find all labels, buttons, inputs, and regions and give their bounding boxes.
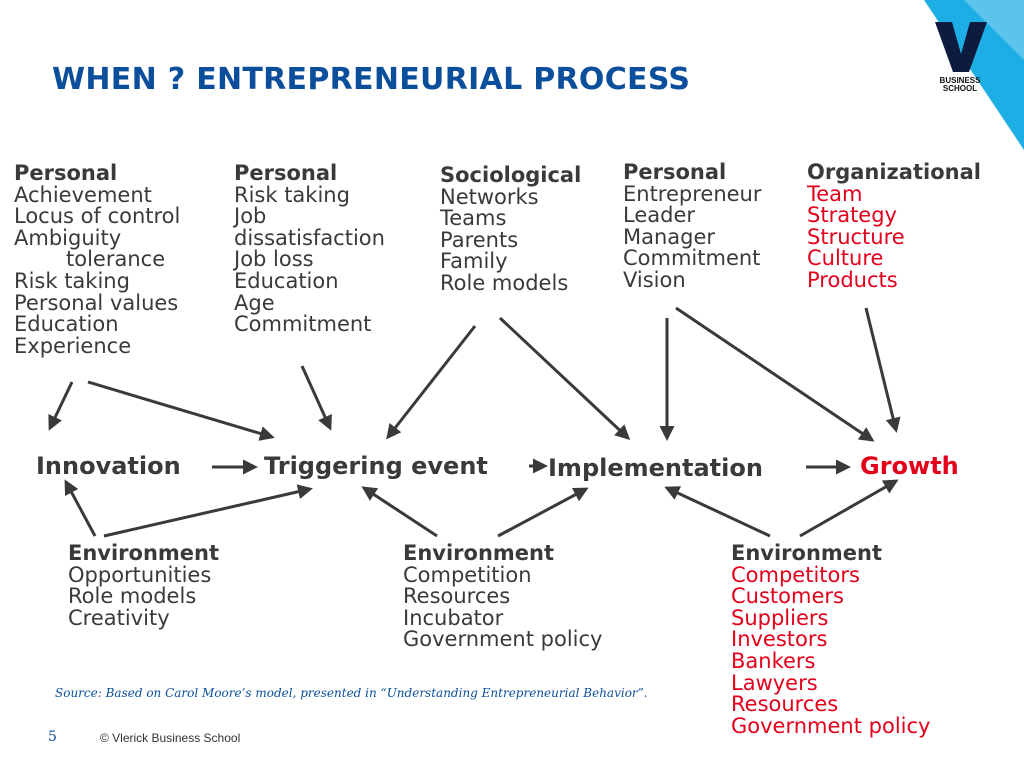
block-item: Government policy: [403, 627, 603, 652]
stage-implementation: Implementation: [548, 454, 763, 482]
block-item: Structure: [807, 224, 905, 249]
block-item: Lawyers: [731, 670, 818, 695]
block-item: Team: [807, 181, 863, 206]
vlerick-logo: BUSINESS SCHOOL: [900, 0, 1024, 150]
arrow-organizational-to-growth: [864, 307, 901, 433]
logo-graphic: [924, 0, 1024, 150]
block-item: Customers: [731, 584, 844, 609]
block-item: Suppliers: [731, 605, 829, 630]
block-item: Age: [234, 290, 275, 315]
block-heading: Personal: [623, 160, 727, 184]
arrow-environment2-to-triggering: [361, 486, 438, 538]
block-item: Role models: [68, 584, 197, 609]
block-item: tolerance: [66, 247, 166, 272]
sociological-block: Sociological Networks Teams Parents Fami…: [440, 163, 582, 295]
block-item: Risk taking: [234, 182, 350, 207]
block-item: Commitment: [623, 246, 761, 271]
block-heading: Personal: [14, 161, 118, 185]
block-item: Resources: [731, 692, 839, 717]
block-item: Personal values: [14, 290, 179, 315]
copyright-notice: © Vlerick Business School: [100, 731, 241, 745]
block-item: Strategy: [807, 203, 897, 228]
logo-line1: BUSINESS: [939, 76, 981, 85]
block-heading: Sociological: [440, 163, 582, 187]
stage-growth: Growth: [860, 452, 959, 480]
block-item: Investors: [731, 627, 828, 652]
personal-traits-block: Personal Achievement Locus of control Am…: [14, 161, 181, 358]
block-item: Risk taking: [14, 268, 130, 293]
page-number: 5: [48, 729, 57, 745]
environment-growth-block: Environment Competitors Customers Suppli…: [731, 541, 931, 738]
block-item: Opportunities: [68, 562, 212, 587]
environment-implementation-block: Environment Competition Resources Incuba…: [403, 541, 603, 652]
organizational-block: Organizational Team Strategy Structure C…: [807, 160, 981, 292]
arrow-personal1-to-innovation: [48, 381, 74, 431]
personal-roles-block: Personal Entrepreneur Leader Manager Com…: [623, 160, 762, 292]
block-item: Resources: [403, 584, 511, 609]
block-item: dissatisfaction: [234, 225, 385, 250]
block-item: Networks: [440, 184, 539, 209]
logo-light-shape: [964, 0, 1024, 60]
logo-line2: SCHOOL: [942, 84, 978, 93]
block-heading: Personal: [234, 161, 338, 185]
block-item: Products: [807, 267, 898, 292]
block-item: Incubator: [403, 605, 504, 630]
logo-v-shape: [935, 22, 987, 72]
block-item: Job loss: [234, 247, 314, 272]
block-item: Experience: [14, 333, 132, 358]
block-item: Vision: [623, 267, 686, 292]
block-item: Job: [234, 204, 267, 229]
personal-triggers-block: Personal Risk taking Job dissatisfaction…: [234, 161, 385, 337]
arrow-personal1-to-triggering: [87, 380, 275, 441]
block-item: Leader: [623, 203, 696, 228]
block-item: Government policy: [731, 713, 931, 738]
arrow-personal3-to-growth: [675, 306, 875, 442]
stage-triggering-event: Triggering event: [264, 452, 488, 480]
environment-innovation-block: Environment Opportunities Role models Cr…: [68, 541, 220, 630]
source-citation: Source: Based on Carol Moore’s model, pr…: [55, 686, 648, 700]
block-item: Education: [14, 312, 119, 337]
block-heading: Organizational: [807, 160, 981, 184]
arrow-sociological-to-implementation: [498, 316, 631, 441]
arrow-environment1-to-triggering: [103, 484, 313, 538]
block-item: Parents: [440, 227, 519, 252]
block-item: Bankers: [731, 648, 816, 673]
block-item: Culture: [807, 246, 884, 271]
block-heading: Environment: [403, 541, 555, 565]
block-item: Competition: [403, 562, 532, 587]
arrow-personal2-to-triggering: [300, 365, 332, 431]
block-item: Creativity: [68, 605, 170, 630]
block-item: Role models: [440, 270, 569, 295]
block-item: Competitors: [731, 562, 860, 587]
page-title: WHEN ? ENTREPRENEURIAL PROCESS: [52, 62, 691, 97]
block-heading: Environment: [731, 541, 883, 565]
arrow-environment2-to-implementation: [497, 487, 589, 538]
arrow-environment3-to-implementation: [664, 486, 771, 538]
arrow-sociological-to-triggering: [386, 325, 477, 440]
block-item: Entrepreneur: [623, 181, 762, 206]
block-item: Ambiguity: [14, 225, 122, 250]
block-item: Achievement: [14, 182, 152, 207]
arrow-environment1-to-innovation: [64, 479, 97, 537]
block-heading: Environment: [68, 541, 220, 565]
block-item: Teams: [440, 206, 507, 231]
block-item: Manager: [623, 224, 716, 249]
stage-innovation: Innovation: [36, 452, 181, 480]
block-item: Locus of control: [14, 204, 181, 229]
block-item: Commitment: [234, 312, 372, 337]
block-item: Family: [440, 249, 508, 274]
block-item: Education: [234, 268, 339, 293]
arrow-environment3-to-growth: [799, 479, 899, 538]
